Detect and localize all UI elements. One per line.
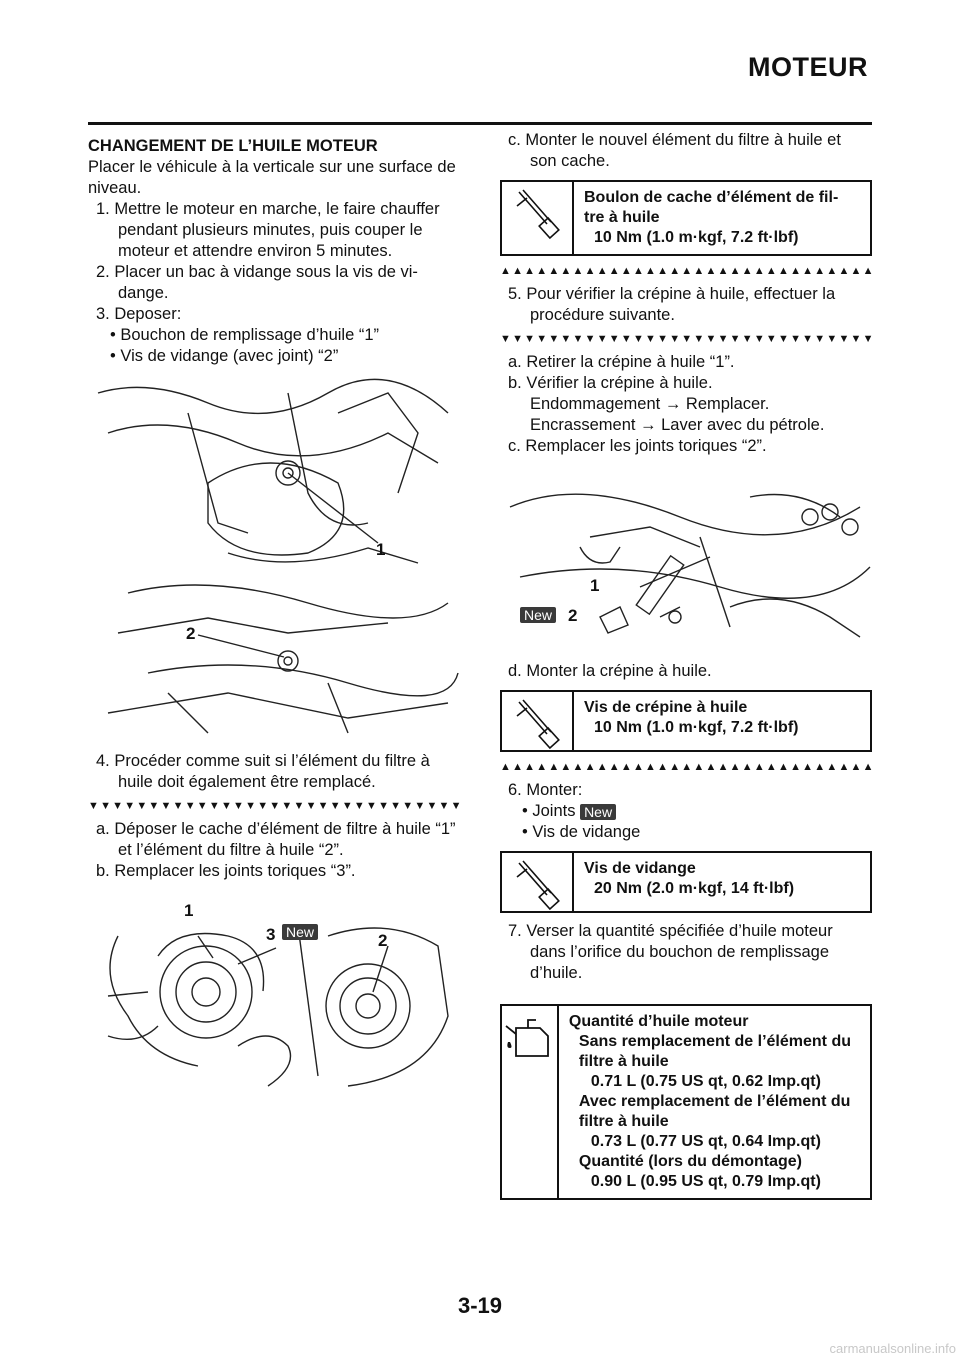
continuation-marks-up: ▲▲▲▲▲▲▲▲▲▲▲▲▲▲▲▲▲▲▲▲▲▲▲▲▲▲▲▲▲▲▲▲▲▲▲: [500, 265, 872, 277]
substep-c: c. Monter le nouvel élément du filtre à …: [508, 131, 841, 170]
substep-c-orings: c. Remplacer les joints toriques “2”.: [508, 437, 767, 455]
step-7: 7. Verser la quantité spécifiée d’huile …: [508, 922, 833, 982]
fig3-callout-2: 2: [568, 606, 578, 625]
fig1-callout-2: 2: [186, 624, 196, 643]
page-number: 3-19: [457, 1293, 503, 1318]
step-1: 1. Mettre le moteur en marche, le faire …: [96, 200, 440, 260]
spec-1-label-line-1: Boulon de cache d’élément de fil-: [584, 189, 839, 206]
step-6-bullet-1-row: • Joints New: [500, 801, 872, 822]
watermark: carmanualsonline.info: [829, 1341, 956, 1356]
fig2-callout-2: 2: [378, 931, 388, 950]
spec-4-disassembly-value: 0.90 L (0.95 US qt, 0.79 Imp.qt): [590, 1173, 821, 1190]
fig3-callout-1: 1: [590, 576, 600, 595]
step-3-bullet-1: • Bouchon de remplissage d’huile “1”: [110, 326, 380, 344]
new-badge: New: [282, 924, 319, 940]
section-title: CHANGEMENT DE L’HUILE MOTEUR: [88, 137, 378, 155]
torque-wrench-icon: [502, 182, 574, 254]
new-badge-strainer: New: [520, 607, 557, 623]
oil-quantity-spec: Quantité d’huile moteur Sans remplacemen…: [500, 1004, 872, 1200]
fig2-callout-3: 3: [266, 925, 276, 944]
step-6: 6. Monter:: [508, 781, 583, 799]
torque-wrench-icon: [502, 853, 574, 911]
torque-spec-filter-cover: Boulon de cache d’élément de fil- tre à …: [500, 180, 872, 256]
spec-4-without-filter-value: 0.71 L (0.75 US qt, 0.62 Imp.qt): [590, 1073, 821, 1090]
substep-b-strainer: b. Vérifier la crépine à huile.: [508, 374, 713, 392]
spec-2-label: Vis de crépine à huile: [584, 699, 748, 716]
spec-4-with-filter-value: 0.73 L (0.77 US qt, 0.64 Imp.qt): [590, 1133, 821, 1150]
figure-oil-strainer: 1 New 2: [500, 467, 872, 655]
step-5: 5. Pour vérifier la crépine à huile, eff…: [508, 285, 836, 324]
step-3: 3. Deposer:: [96, 305, 182, 323]
spec-3-value: 20 Nm (2.0 m·kgf, 14 ft·lbf): [594, 880, 795, 897]
spec-3-label: Vis de vidange: [584, 860, 696, 877]
torque-spec-strainer: Vis de crépine à huile 10 Nm (1.0 m·kgf,…: [500, 690, 872, 752]
figure-oil-filter: 1 3 New 2: [88, 896, 460, 1096]
spec-2-value: 10 Nm (1.0 m·kgf, 7.2 ft·lbf): [594, 719, 799, 736]
spec-1-label-line-2: tre à huile: [584, 209, 660, 226]
engine-drain-illustration: [97, 378, 459, 734]
figure-engine-drain: 1 2: [88, 373, 460, 745]
spec-1-value: 10 Nm (1.0 m·kgf, 7.2 ft·lbf): [594, 229, 799, 246]
header-rule: [88, 122, 872, 125]
step-4: 4. Procéder comme suit si l’élément du f…: [96, 752, 430, 791]
continuation-marks-down: ▼▼▼▼▼▼▼▼▼▼▼▼▼▼▼▼▼▼▼▼▼▼▼▼▼▼▼▼▼▼▼▼▼▼▼: [88, 800, 460, 812]
substep-a-strainer: a. Retirer la crépine à huile “1”.: [508, 353, 735, 371]
substep-a: a. Déposer le cache d’élément de filtre …: [96, 820, 456, 859]
page-title: MOTEUR: [748, 52, 868, 82]
torque-wrench-icon: [502, 692, 574, 750]
step-3-bullet-2: • Vis de vidange (avec joint) “2”: [110, 347, 339, 365]
strainer-check-damage: Endommagement → Remplacer.: [530, 395, 770, 413]
substep-d: d. Monter la crépine à huile.: [508, 662, 712, 680]
fig2-callout-1: 1: [184, 901, 194, 920]
oil-filter-illustration: [107, 925, 449, 1087]
torque-spec-drain-bolt: Vis de vidange 20 Nm (2.0 m·kgf, 14 ft·l…: [500, 851, 872, 913]
step-6-bullet-1: • Joints: [522, 802, 576, 820]
right-column: c. Monter le nouvel élément du filtre à …: [500, 130, 872, 1208]
substep-b: b. Remplacer les joints toriques “3”.: [96, 862, 356, 880]
strainer-check-dirt: Encrassement → Laver avec du pétrole.: [530, 416, 825, 434]
spec-4-with-filter: Avec remplacement de l’élément du filtre…: [578, 1093, 851, 1130]
spec-4-disassembly: Quantité (lors du démontage): [578, 1153, 803, 1170]
step-2: 2. Placer un bac à vidange sous la vis d…: [96, 263, 418, 302]
step-6-bullet-2: • Vis de vidange: [522, 823, 641, 841]
spec-4-without-filter: Sans remplacement de l’élément du filtre…: [578, 1033, 851, 1070]
spec-4-title: Quantité d’huile moteur: [568, 1013, 749, 1030]
left-column: CHANGEMENT DE L’HUILE MOTEUR Placer le v…: [88, 130, 460, 1102]
intro-text: Placer le véhicule à la verticale sur un…: [88, 158, 456, 197]
oil-strainer-illustration: [509, 493, 871, 638]
new-badge-seals: New: [580, 803, 617, 820]
continuation-marks-down-2: ▼▼▼▼▼▼▼▼▼▼▼▼▼▼▼▼▼▼▼▼▼▼▼▼▼▼▼▼▼▼▼▼▼▼▼: [500, 333, 872, 345]
oil-can-icon: [502, 1006, 559, 1198]
fig1-callout-1: 1: [376, 540, 386, 559]
continuation-marks-up-2: ▲▲▲▲▲▲▲▲▲▲▲▲▲▲▲▲▲▲▲▲▲▲▲▲▲▲▲▲▲▲▲▲▲▲▲: [500, 761, 872, 773]
